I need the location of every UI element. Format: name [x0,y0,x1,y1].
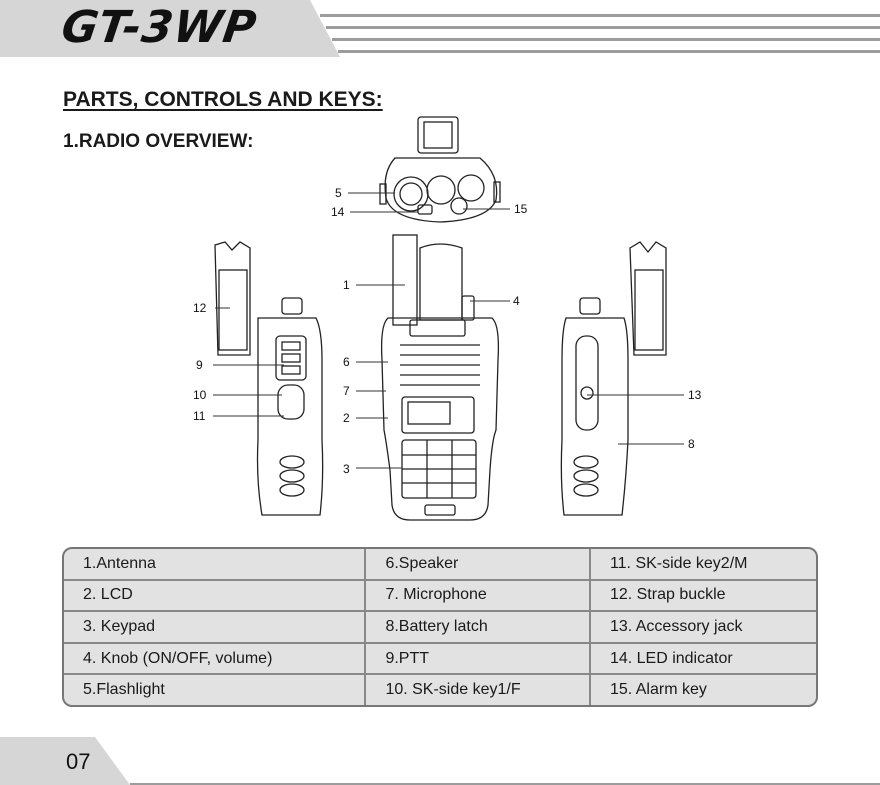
table-cell: 12. Strap buckle [590,581,816,613]
callout-2: 2 [343,411,350,425]
radio-illustration [213,116,684,521]
callout-9: 9 [196,358,203,372]
table-cell: 10. SK-side key1/F [366,675,591,705]
callout-5: 5 [335,186,342,200]
radio-left-view [214,241,324,516]
table-row: 4. Knob (ON/OFF, volume) 9.PTT 14. LED i… [64,643,816,676]
header-rule [320,14,880,17]
callout-12: 12 [193,301,207,315]
footer-tab [0,737,130,785]
callout-3: 3 [343,462,350,476]
callout-4: 4 [513,294,520,308]
table-cell: 2. LCD [64,580,367,613]
table-cell: 13. Accessory jack [590,612,816,644]
table-row: 5.Flashlight 10. SK-side key1/F 15. Alar… [64,675,816,705]
parts-table: 1.Antenna 6.Speaker 11. SK-side key2/M 2… [62,547,818,707]
subsection-title: 1.RADIO OVERVIEW: [63,131,254,152]
table-cell: 4. Knob (ON/OFF, volume) [64,643,367,676]
table-cell: 9.PTT [366,643,591,676]
header-rule [338,50,880,53]
callout-11: 11 [193,409,206,423]
table-cell: 14. LED indicator [590,644,816,676]
table-cell: 3. Keypad [64,612,367,644]
callout-1: 1 [343,278,350,292]
section-title: PARTS, CONTROLS AND KEYS: [63,88,383,111]
table-row: 3. Keypad 8.Battery latch 13. Accessory … [64,612,816,644]
radio-right-view [560,241,667,516]
table-cell: 5.Flashlight [64,675,367,705]
radio-front-view [380,234,500,521]
callout-10: 10 [193,388,207,402]
table-row: 1.Antenna 6.Speaker 11. SK-side key2/M [64,549,816,581]
callout-leaders [213,192,684,469]
table-cell: 6.Speaker [366,549,591,581]
callout-13: 13 [688,388,702,402]
callout-14: 14 [331,205,345,219]
header-tab [0,0,340,57]
callout-8: 8 [688,437,695,451]
table-cell: 15. Alarm key [609,681,707,699]
callout-6: 6 [343,355,350,369]
table-cell: 7. Microphone [366,580,591,613]
radio-top-view [379,116,501,223]
footer-rule [130,783,880,785]
table-cell: 1.Antenna [64,549,367,581]
table-cell: 11. SK-side key2/M [590,549,816,581]
header-rule [326,26,880,29]
table-cell: 8.Battery latch [366,612,591,644]
page-number: 07 [66,749,91,774]
table-row: 2. LCD 7. Microphone 12. Strap buckle [64,580,816,613]
callout-7: 7 [343,384,350,398]
callout-15: 15 [514,202,528,216]
header-rule [332,38,880,41]
